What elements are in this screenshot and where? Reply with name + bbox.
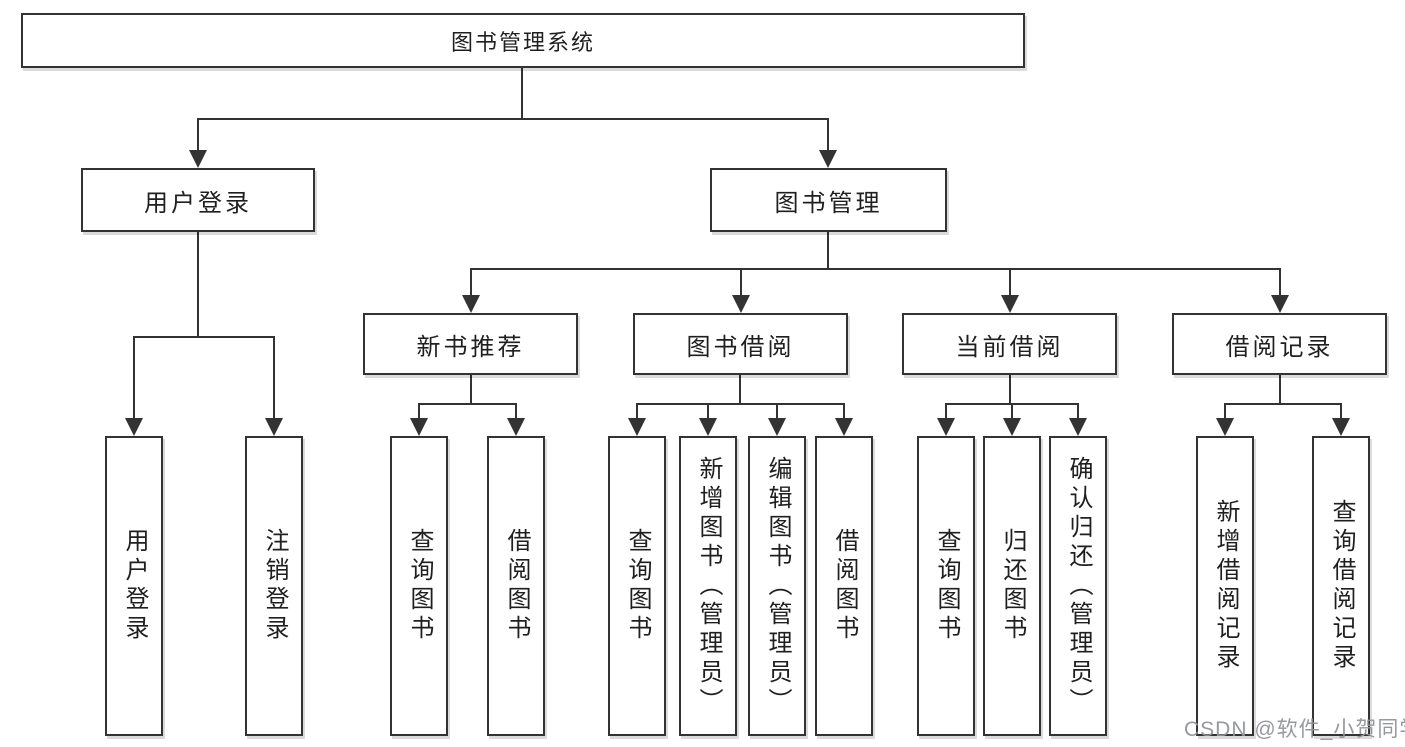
node-root-label: 图书管理系统 [450,29,595,55]
connector-line [521,68,523,120]
connector-line [470,268,472,297]
connector-line [133,336,275,338]
connector-line [1279,375,1281,405]
node-new-book-recommend: 新书推荐 [363,313,578,375]
leaf-label: 新增借阅记录 [1212,499,1239,673]
connector-line [1224,403,1226,420]
connector-line [1009,375,1011,405]
arrow-down-icon [768,418,786,436]
leaf-label: 确认归还（管理员） [1065,455,1092,717]
connector-line [515,403,517,420]
leaf-logout-login: 注销登录 [245,436,303,736]
connector-line [197,118,829,120]
leaf-label: 查询图书 [406,528,433,644]
connector-line [1009,268,1011,297]
connector-line [197,232,199,338]
arrow-down-icon [1332,418,1350,436]
leaf-current-return-books: 归还图书 [983,436,1041,736]
arrow-down-icon [835,418,853,436]
leaf-label: 借阅图书 [831,528,858,644]
connector-line [133,336,135,420]
node-root: 图书管理系统 [21,13,1025,68]
node-current-borrow-label: 当前借阅 [955,333,1064,361]
node-borrow-records-label: 借阅记录 [1225,333,1334,361]
connector-line [739,375,741,405]
arrow-down-icon [125,418,143,436]
leaf-label: 归还图书 [999,528,1026,644]
arrow-down-icon [1003,418,1021,436]
leaf-newbook-query-books: 查询图书 [390,436,448,736]
leaf-label: 查询图书 [624,528,651,644]
connector-line [827,118,829,151]
connector-line [1279,268,1281,297]
arrow-down-icon [1216,418,1234,436]
node-borrow-records: 借阅记录 [1172,313,1387,375]
connector-line [636,403,638,420]
connector-line [418,403,517,405]
leaf-label: 用户登录 [121,528,148,644]
leaf-current-query-books: 查询图书 [917,436,975,736]
arrow-down-icon [189,150,207,168]
node-new-book-recommend-label: 新书推荐 [416,333,525,361]
leaf-label: 查询借阅记录 [1328,499,1355,673]
leaf-label: 新增图书（管理员） [695,455,722,717]
node-current-borrow: 当前借阅 [902,313,1117,375]
node-book-management-label: 图书管理 [774,189,883,217]
arrow-down-icon [732,295,750,313]
arrow-down-icon [462,295,480,313]
arrow-down-icon [628,418,646,436]
connector-line [470,268,1281,270]
leaf-records-add-record: 新增借阅记录 [1196,436,1254,736]
arrow-down-icon [819,150,837,168]
connector-line [418,403,420,420]
node-book-borrow: 图书借阅 [633,313,848,375]
node-user-login-label: 用户登录 [144,189,252,217]
leaf-borrow-edit-books-admin: 编辑图书（管理员） [748,436,806,736]
leaf-current-confirm-return-admin: 确认归还（管理员） [1049,436,1107,736]
leaf-user-login: 用户登录 [105,436,163,736]
connector-line [636,403,845,405]
connector-line [197,118,199,151]
connector-line [470,375,472,405]
arrow-down-icon [1271,295,1289,313]
connector-line [827,232,829,270]
arrow-down-icon [1069,418,1087,436]
leaf-borrow-borrow-books: 借阅图书 [815,436,873,736]
leaf-records-query-record: 查询借阅记录 [1312,436,1370,736]
leaf-label: 查询图书 [933,528,960,644]
leaf-label: 编辑图书（管理员） [764,455,791,717]
arrow-down-icon [699,418,717,436]
connector-line [273,336,275,420]
connector-line [843,403,845,420]
connector-line [945,403,947,420]
arrow-down-icon [1001,295,1019,313]
arrow-down-icon [937,418,955,436]
connector-line [1011,403,1013,420]
arrow-down-icon [410,418,428,436]
leaf-borrow-query-books: 查询图书 [608,436,666,736]
connector-line [1224,403,1342,405]
connector-line [707,403,709,420]
connector-line [776,403,778,420]
node-book-management: 图书管理 [710,168,947,232]
node-book-borrow-label: 图书借阅 [686,333,795,361]
leaf-newbook-borrow-books: 借阅图书 [487,436,545,736]
leaf-borrow-add-books-admin: 新增图书（管理员） [679,436,737,736]
leaf-label: 注销登录 [261,528,288,644]
connector-line [740,268,742,297]
connector-line [1340,403,1342,420]
leaf-label: 借阅图书 [503,528,530,644]
watermark: CSDN @软件_小贺同学 [1184,718,1405,741]
node-user-login: 用户登录 [81,168,315,232]
connector-line [1077,403,1079,420]
arrow-down-icon [507,418,525,436]
arrow-down-icon [265,418,283,436]
